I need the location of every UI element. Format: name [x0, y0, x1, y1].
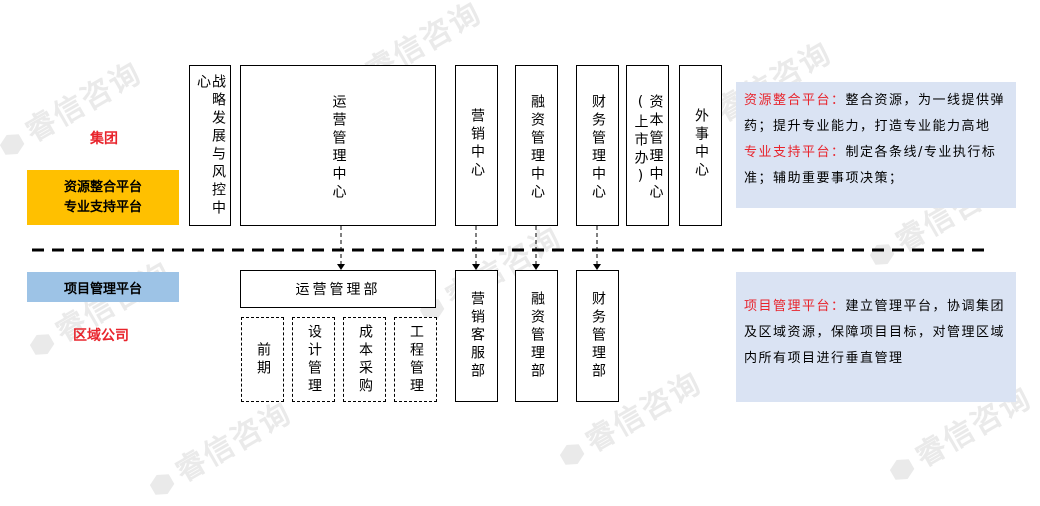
resource-platform-text: 整合资源，为一线提供弹药；提升专业能力，打造专业能力高地 [744, 93, 1006, 134]
marketing-service-dept-box: 营销客服部 [455, 270, 498, 402]
design-mgmt-label: 设计管理 [306, 323, 322, 396]
connector-lines [32, 226, 985, 270]
marketing-service-dept-label: 营销客服部 [469, 291, 485, 381]
watermark-logo-icon [887, 454, 917, 484]
project-platform-title: 项目管理平台： [744, 299, 846, 314]
arrow-head [337, 264, 345, 270]
finance-dept-box: 财务管理部 [576, 270, 619, 402]
finance-dept-label: 财务管理部 [590, 291, 606, 381]
support-platform-text: 制定各条线/专业执行标准；辅助重要事项决策； [744, 145, 997, 186]
operations-center-label: 运营管理中心 [330, 94, 347, 202]
capital-center-label: 资本管理中心(上市办) [632, 94, 664, 202]
financing-center-box: 融资管理中心 [515, 65, 558, 226]
project-platform-text: 建立管理平台，协调集团及区域资源，保障项目目标，对管理区域内所有项目进行垂直管理 [744, 299, 1006, 366]
finance-center-box: 财务管理中心 [576, 65, 619, 226]
engineering-mgmt-box: 工程管理 [394, 317, 437, 402]
marketing-center-label: 营销中心 [469, 108, 485, 180]
cost-procurement-box: 成本采购 [343, 317, 386, 402]
engineering-mgmt-label: 工程管理 [408, 323, 424, 396]
operations-center-box: 运营管理中心 [240, 65, 436, 226]
operations-dept-box: 运营管理部 [240, 270, 436, 308]
project-platform-bar: 项目管理平台 [27, 272, 179, 302]
group-label: 集团 [90, 131, 118, 147]
finance-center-label: 财务管理中心 [590, 94, 606, 202]
external-affairs-center-box: 外事中心 [679, 65, 722, 226]
operations-dept-label: 运营管理部 [295, 282, 381, 298]
project-platform-description: 项目管理平台：建立管理平台，协调集团及区域资源，保障项目目标，对管理区域内所有项… [736, 272, 1016, 402]
arrow-head [472, 264, 480, 270]
cost-procurement-label: 成本采购 [357, 323, 373, 396]
group-platform-bar: 资源整合平台 专业支持平台 [27, 170, 179, 225]
arrow-head [593, 264, 601, 270]
strategy-risk-center-label: 战略发展与风控中心 [195, 74, 226, 218]
project-bar-label: 项目管理平台 [63, 281, 142, 297]
regional-company-label: 区域公司 [73, 328, 129, 344]
design-mgmt-box: 设计管理 [292, 317, 335, 402]
marketing-center-box: 营销中心 [455, 65, 498, 226]
watermark-logo-icon [147, 469, 177, 499]
strategy-risk-center-box: 战略发展与风控中心 [189, 65, 231, 226]
group-bar-line2: 专业支持平台 [63, 199, 142, 215]
group-platform-description: 资源整合平台：整合资源，为一线提供弹药；提升专业能力，打造专业能力高地 专业支持… [736, 82, 1016, 208]
early-stage-box: 前期 [241, 317, 284, 402]
arrow-head [532, 264, 540, 270]
resource-platform-title: 资源整合平台： [744, 93, 846, 108]
support-platform-title: 专业支持平台： [744, 145, 846, 160]
group-bar-line1: 资源整合平台 [63, 179, 142, 195]
external-affairs-center-label: 外事中心 [693, 108, 709, 180]
financing-center-label: 融资管理中心 [529, 94, 545, 202]
early-stage-label: 前期 [255, 341, 271, 378]
capital-center-box: 资本管理中心(上市办) [626, 65, 669, 226]
financing-dept-label: 融资管理部 [529, 291, 545, 381]
financing-dept-box: 融资管理部 [515, 270, 558, 402]
